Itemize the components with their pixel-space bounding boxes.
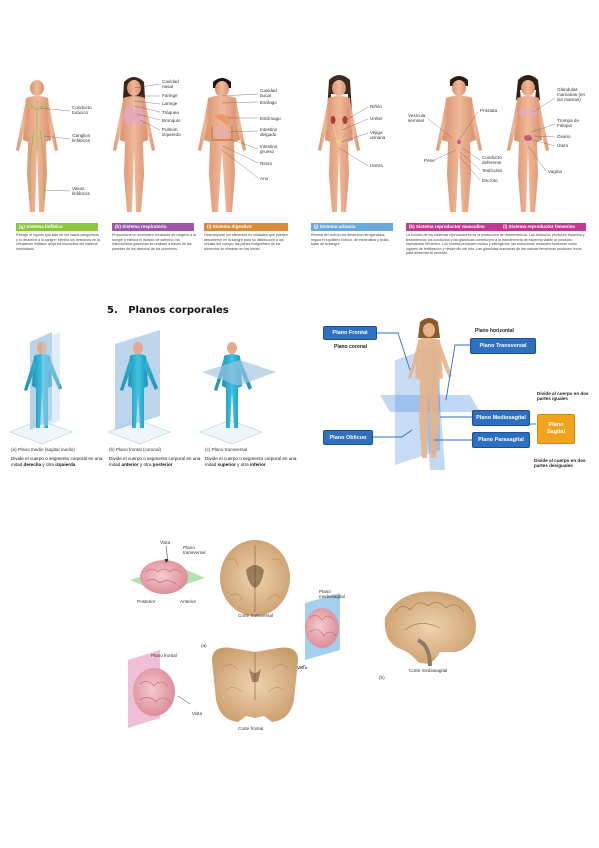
body-b (120, 342, 158, 428)
brain-corte-transversal: Corte transversal (238, 613, 273, 618)
label-faringe: Faringe (162, 93, 178, 98)
label-vesicula: Vesícula seminal (408, 113, 426, 124)
plane-coronal-label: Plano coronal (334, 344, 368, 350)
label-ano: Ano (260, 176, 269, 181)
label-vagina: Vagina (548, 169, 562, 174)
plane-a-caption: (a) Plano medio (sagital medio) (11, 447, 75, 452)
label-vasos: Vasos linfáticos (72, 186, 90, 197)
caption-respiratory: (h) Sistema respiratorio (112, 223, 194, 231)
label-ureter: Uréter (370, 116, 383, 121)
brain-figures (128, 540, 476, 728)
unequal-parts-note: Divide al cuerpo en dos partes desiguale… (534, 458, 586, 469)
caption-digestive: (i) Sistema digestivo (204, 223, 288, 231)
plane-parasagital-box: Plano Parasagital (472, 432, 530, 448)
caption-male: (k) Sistema reproductor masculino (406, 223, 500, 231)
brain-plano-transversal: Plano transversal (183, 545, 206, 556)
brain-plano-frontal: Plano frontal (151, 653, 177, 658)
plane-a-desc: Divide el cuerpo o segmento corporal en … (11, 456, 103, 467)
label-laringe: Laringe (162, 101, 178, 106)
systems-figures (16, 75, 556, 212)
desc-reproductive: La función de los sistemas reproductores… (406, 233, 585, 256)
label-ganglios: Ganglios linfáticos (72, 133, 91, 144)
desc-urinary: Elimina del cuerpo los desechos nitrogen… (311, 233, 390, 247)
label-prostata: Próstata (480, 108, 498, 113)
label-rinon: Riñón (370, 104, 383, 109)
label-trompa: Trompa de Falopio (557, 118, 580, 129)
label-intestino-grueso: Intestino grueso (260, 144, 278, 155)
brain-label-a: (a) (201, 643, 207, 648)
caption-female: (l) Sistema reproductor femenino (500, 223, 586, 231)
brain-vista-3: Vista (192, 711, 203, 716)
woman-figure (408, 318, 452, 458)
plane-b-caption: (b) Plano frontal (coronal) (109, 447, 162, 452)
plane-mediosagital-box: Plano Mediosagital (472, 410, 530, 426)
equal-parts-note: Divide al cuerpo en dos partes iguales (537, 391, 589, 402)
plane-diagram-figure (372, 318, 536, 470)
female-figure (507, 75, 549, 212)
body-c (214, 342, 252, 428)
urinary-figure (318, 75, 360, 212)
label-conducto-toracico: Conducto torácico (72, 105, 92, 116)
label-estomago: Estómago (260, 116, 281, 121)
plane-b-desc: Divide el cuerpo o segmento corporal en … (109, 456, 201, 467)
section-heading: 5. Planos corporales (107, 305, 229, 316)
label-ovario: Ovario (557, 134, 571, 139)
desc-respiratory: Proporciona un suministro constante de o… (112, 233, 196, 251)
lymphatic-figure (16, 80, 58, 212)
label-intestino-delgado: Intestino delgado (260, 127, 278, 138)
label-conducto-deferente: Conducto deferente (482, 155, 502, 166)
brain-transverse-model (140, 560, 188, 594)
label-glandulas-mamarias: Glándulas mamarias (en las mamas) (557, 87, 586, 103)
plane-c-desc: Divide el cuerpo o segmento corporal en … (205, 456, 297, 467)
transverse-plane (202, 360, 276, 386)
caption-urinary: (j) Sistema urinario (311, 223, 393, 231)
plane-transversal-box: Plano Transversal (470, 338, 536, 354)
brain-plano-mediosagital: Plano mediosagital (319, 589, 345, 600)
plane-sagital-box: Plano Sagital (537, 414, 575, 444)
brain-label-b: (b) (379, 675, 385, 680)
male-figure (436, 76, 482, 212)
label-esofago: Esófago (260, 100, 277, 105)
brain-vista-2: Vista (297, 665, 308, 670)
plane-c-caption: (c) Plano transversal (205, 447, 248, 452)
label-recto: Recto (260, 161, 273, 166)
label-utero: Útero (557, 143, 569, 148)
label-traquea: Tráquea (162, 110, 179, 115)
digestive-figure (198, 78, 246, 212)
plane-frontal-box: Plano Frontal (323, 326, 377, 340)
plane-horizontal-label: Plano horizontal (475, 328, 514, 334)
brain-frontal-model (133, 668, 175, 716)
label-cavidad-nasal: Cavidad nasal (162, 79, 179, 90)
label-escroto: Escroto (482, 178, 498, 183)
label-pulmon: Pulmón izquierdo (162, 127, 181, 138)
body-a (24, 342, 62, 428)
label-uretra: Uretra (370, 163, 383, 168)
brain-posterior: Posterior (137, 599, 156, 604)
label-testiculos: Testículos (482, 168, 503, 173)
plane-oblicuo-box: Plano Oblicuo (323, 430, 373, 445)
label-pene: Pene (424, 158, 435, 163)
brain-vista-1: Vista (160, 540, 171, 545)
caption-lymphatic: (g) Sistema linfático (16, 223, 98, 231)
label-bronquio: Bronquio (162, 118, 181, 123)
desc-lymphatic: Recoge el líquido que sale de los vasos … (16, 233, 100, 251)
planes-figures (9, 330, 276, 445)
respiratory-figure (113, 77, 155, 212)
brain-corte-frontal: Corte frontal (238, 726, 264, 731)
midsagittal-slice (384, 591, 476, 664)
brain-anterior: Anterior (180, 599, 197, 604)
desc-digestive: Descompone los alimentos en unidades que… (204, 233, 288, 251)
brain-sagittal-model (305, 608, 339, 648)
brain-corte-mediosagital: Corte mediosagital (409, 668, 448, 673)
label-vejiga: Vejiga urinaria (370, 130, 386, 141)
label-cavidad-bucal: Cavidad bucal (260, 88, 277, 99)
